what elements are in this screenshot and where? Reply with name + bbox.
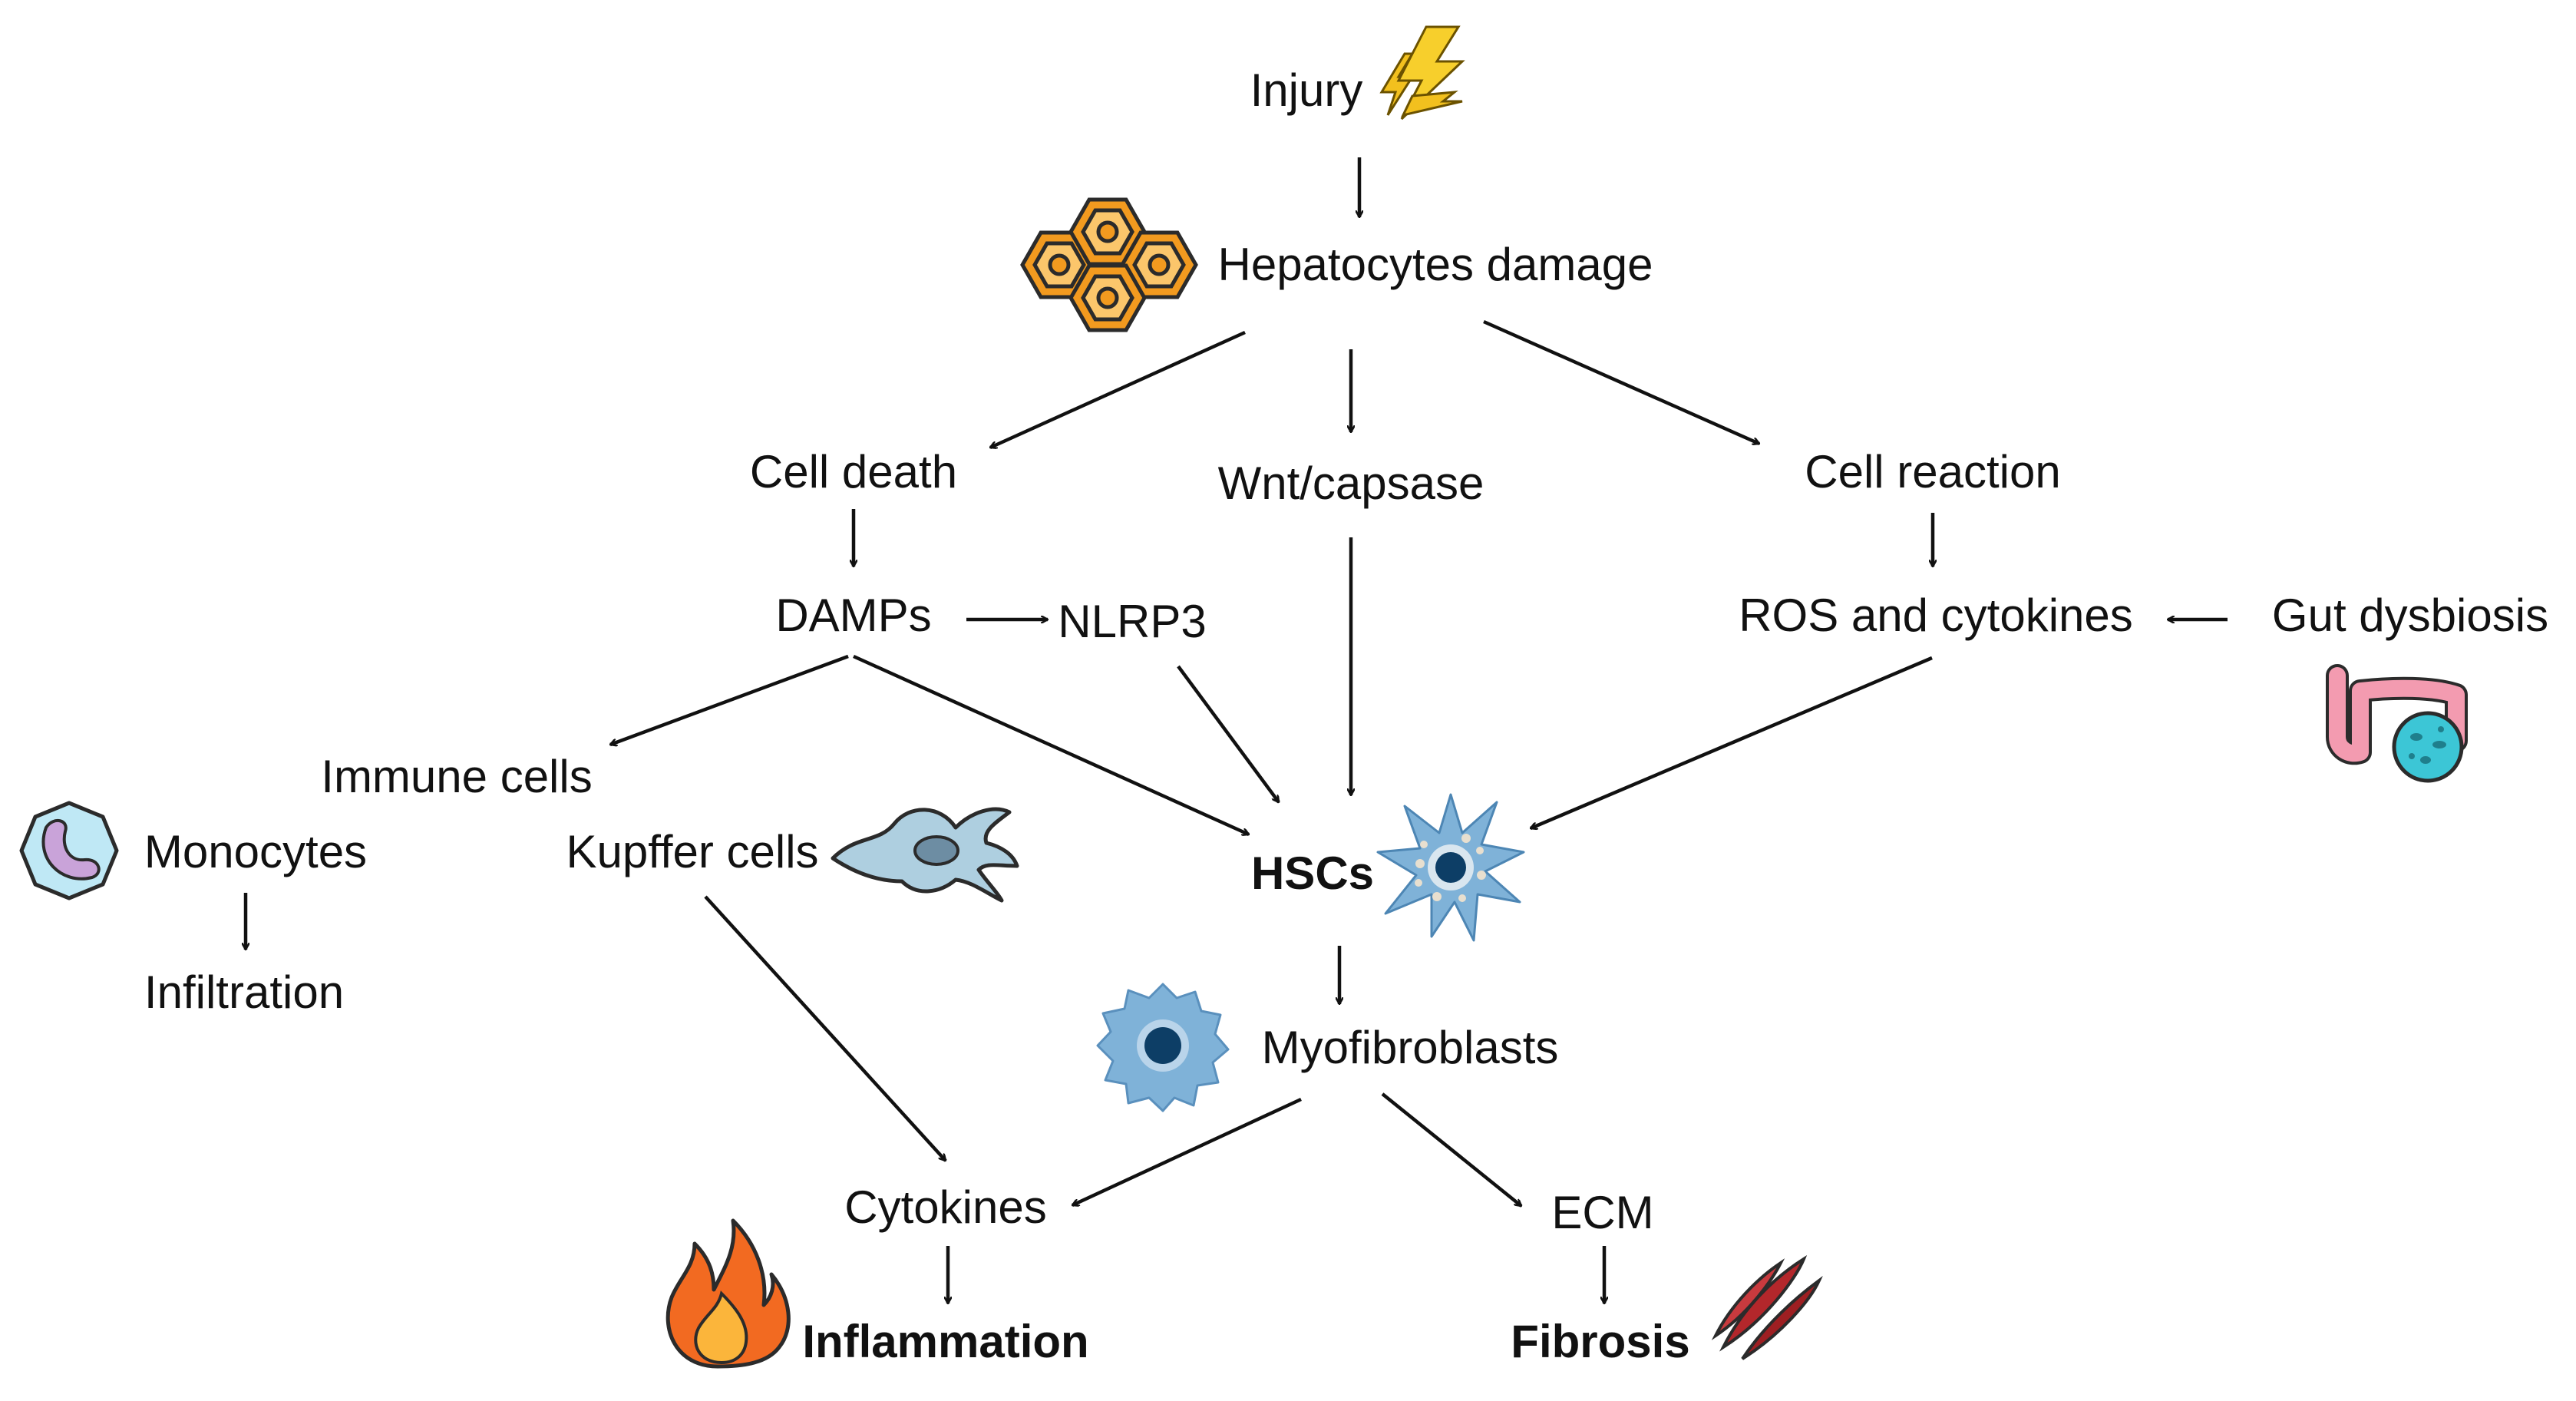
node-immune-cells: Immune cells bbox=[321, 751, 593, 802]
node-ros-cytokines: ROS and cytokines bbox=[1739, 590, 2133, 641]
node-myofibroblasts: Myofibroblasts bbox=[1261, 1022, 1559, 1073]
arrow-myofibroblasts-to-cytokines bbox=[1072, 1097, 1302, 1208]
arrow-kupffer-to-cytokines bbox=[704, 895, 946, 1161]
arrow-hepatocytes-to-cell-reaction bbox=[1483, 319, 1759, 444]
intestine-bacteria-icon bbox=[2326, 664, 2468, 783]
arrow-myofibroblasts-to-ecm bbox=[1381, 1092, 1521, 1208]
node-monocytes: Monocytes bbox=[144, 826, 368, 877]
node-kupffer-cells: Kupffer cells bbox=[566, 826, 819, 877]
node-wnt-capsase: Wnt/capsase bbox=[1217, 458, 1485, 509]
arrow-damps-to-hscs bbox=[853, 654, 1249, 834]
node-hepatocytes-damage: Hepatocytes damage bbox=[1217, 239, 1653, 290]
node-nlrp3: NLRP3 bbox=[1058, 596, 1207, 647]
node-cytokines: Cytokines bbox=[844, 1181, 1047, 1233]
fibers-icon bbox=[1711, 1255, 1823, 1360]
node-infiltration: Infiltration bbox=[144, 966, 345, 1018]
node-ecm: ECM bbox=[1551, 1187, 1654, 1238]
lightning-bolt-icon bbox=[1379, 25, 1465, 121]
arrow-damps-to-immune bbox=[610, 654, 849, 745]
arrow-hepatocytes-to-cell-death bbox=[990, 330, 1246, 448]
arrow-nlrp3-to-hscs bbox=[1177, 665, 1280, 802]
node-gut-dysbiosis: Gut dysbiosis bbox=[2271, 590, 2549, 641]
stellate-cell-icon bbox=[1376, 793, 1525, 942]
node-fibrosis: Fibrosis bbox=[1511, 1316, 1690, 1367]
node-hscs: HSCs bbox=[1250, 848, 1375, 899]
monocyte-cell-icon bbox=[19, 801, 119, 900]
node-cell-death: Cell death bbox=[749, 446, 958, 497]
node-cell-reaction: Cell reaction bbox=[1805, 446, 2061, 497]
node-damps: DAMPs bbox=[775, 590, 932, 641]
hepatocyte-cluster-icon bbox=[1020, 197, 1198, 332]
node-injury: Injury bbox=[1250, 64, 1363, 116]
fire-icon bbox=[665, 1218, 791, 1369]
myofibroblast-cell-icon bbox=[1096, 983, 1230, 1112]
node-inflammation: Inflammation bbox=[802, 1316, 1089, 1367]
kupffer-cell-icon bbox=[831, 807, 1019, 903]
arrow-ros-to-hscs bbox=[1531, 656, 1933, 828]
